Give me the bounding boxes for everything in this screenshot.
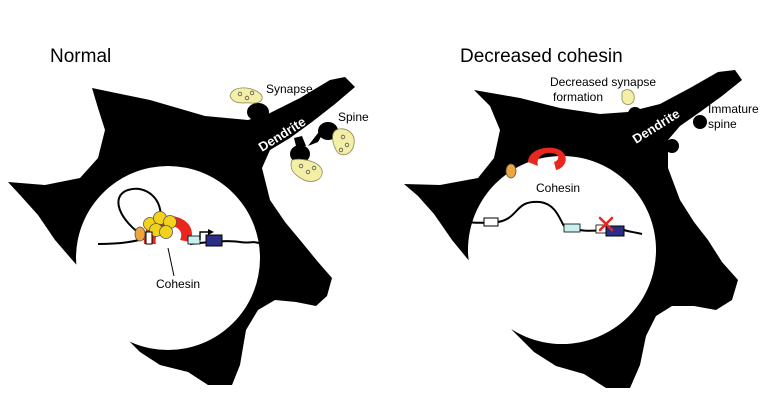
decreased-synapse-label-line2: formation	[553, 90, 603, 104]
right-panel-title: Decreased cohesin	[460, 46, 623, 67]
cohesin-label: Cohesin	[536, 181, 580, 195]
immature-spine-label-line1: Immature	[708, 102, 759, 116]
synaptic-vesicles	[237, 90, 350, 175]
immature-spines	[628, 107, 707, 153]
repression-cross-icon	[598, 216, 614, 232]
cohesin-label: Cohesin	[156, 277, 200, 291]
decreased-synapse-label-line1: Decreased synapse	[550, 75, 656, 89]
synapse-bouton-icon	[621, 89, 635, 105]
nucleus	[468, 156, 656, 344]
cohesin-ring-icon	[505, 147, 566, 179]
synapse-label: Synapse	[266, 82, 313, 96]
spine-label: Spine	[338, 110, 369, 124]
left-panel-title: Normal	[50, 46, 111, 67]
regulatory-element-cyan	[563, 223, 581, 233]
immature-spine-label-line2: spine	[708, 117, 737, 131]
cohesin-pointer-line	[167, 247, 175, 277]
right-panel: Decreased cohesin Decreased synapse form…	[404, 46, 759, 388]
synapse-bouton-icon	[229, 87, 355, 182]
regulatory-element	[483, 217, 499, 227]
gene-promoter-arrow-icon	[187, 229, 223, 247]
left-panel: Normal Synapse Spine Dendrite	[8, 46, 369, 385]
nucleus	[76, 166, 260, 350]
cohesin-ring-icon	[134, 211, 192, 245]
